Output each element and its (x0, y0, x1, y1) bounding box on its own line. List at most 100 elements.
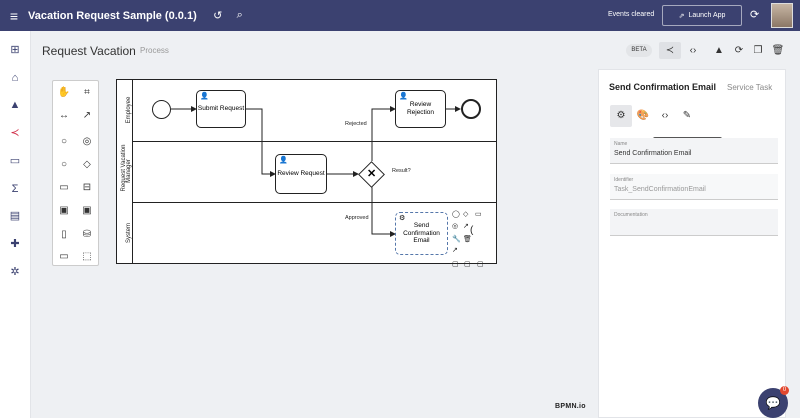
page-title: Request Vacation (42, 44, 136, 58)
tab-behavior-edit-icon[interactable]: ✎ (682, 110, 692, 121)
data-store-icon[interactable]: ⛁ (82, 229, 92, 240)
avatar[interactable] (771, 3, 793, 28)
launch-app-button[interactable]: ⇗ Launch App (662, 5, 742, 26)
task-review-request[interactable]: 👤 Review Request (275, 154, 327, 194)
service-task-icon[interactable]: ▣ (82, 205, 92, 216)
task-label: Review Rejection (406, 101, 435, 116)
name-label: Name (614, 141, 628, 147)
wrench-icon[interactable]: 🔧 (452, 236, 461, 243)
task-icon[interactable]: ▭ (59, 182, 69, 193)
gateway-x-icon: ✕ (367, 168, 377, 180)
lane-employee: Employee (126, 96, 132, 124)
sync-icon[interactable]: ⟳ (734, 45, 744, 56)
lane-divider (132, 202, 497, 203)
chat-icon: 💬 (765, 396, 781, 410)
code-icon[interactable]: ‹› (689, 45, 697, 56)
identifier-field: Identifier Task_SendConfirmationEmail (610, 174, 778, 200)
task-label: Submit Request (197, 105, 245, 113)
home-icon[interactable]: ⌂ (11, 72, 19, 84)
lane-system: System (126, 223, 132, 244)
ellipsis-icon[interactable]: ▢ (464, 261, 471, 268)
copy-icon[interactable]: ❐ (753, 45, 763, 56)
start-event-icon[interactable]: ○ (60, 136, 68, 147)
text-annotation-icon[interactable]: ( (470, 225, 474, 236)
space-tool-icon[interactable]: ↔ (59, 110, 69, 121)
user-task-icon: 👤 (399, 93, 408, 100)
task-label: Send Confirmation Email (403, 221, 440, 245)
end-event[interactable] (461, 99, 481, 119)
user-task-icon[interactable]: ▣ (59, 205, 69, 216)
search-icon[interactable]: ⌕ (236, 9, 243, 21)
documentation-label: Documentation (614, 212, 648, 218)
shapes-icon[interactable]: ▲ (9, 99, 21, 111)
intermediate-event-icon[interactable]: ◎ (82, 136, 92, 147)
chat-badge: 0 (780, 386, 789, 395)
panel-type: Service Task (727, 83, 773, 92)
task-submit-request[interactable]: 👤 Submit Request (196, 90, 246, 128)
end-event-icon[interactable]: ○ (60, 159, 68, 170)
delete-icon[interactable]: 🗑 (771, 45, 785, 56)
connect-tool-icon[interactable]: ↗ (82, 110, 92, 121)
puzzle-icon[interactable]: ✚ (10, 238, 20, 250)
tool-palette: ✋ ⌗ ↔ ↗ ○ ◎ ○ ◇ ▭ ⊟ ▣ ▣ ▯ ⛁ ▭ ⬚ (52, 80, 99, 266)
share-icon[interactable]: ≺ (10, 127, 20, 139)
apps-icon[interactable]: ⊞ (10, 44, 20, 56)
properties-panel (598, 69, 786, 418)
panel-title: Send Confirmation Email (609, 82, 717, 92)
events-status: Events cleared (608, 11, 655, 18)
flow-label-result: Result? (392, 168, 411, 174)
trash-icon[interactable]: 🗑 (463, 236, 472, 243)
lane-divider (132, 141, 497, 142)
page-subtitle: Process (140, 46, 169, 55)
group-icon[interactable]: ⬚ (82, 251, 92, 262)
flow-label-approved: Approved (345, 215, 369, 221)
append-end-event-icon[interactable]: ◯ (452, 211, 460, 218)
app-title: Vacation Request Sample (0.0.1) (28, 9, 197, 22)
top-app-bar: ≡ Vacation Request Sample (0.0.1) ↺ ⌕ Ev… (0, 0, 800, 31)
tab-appearance-palette-icon[interactable]: 🎨 (636, 110, 650, 121)
service-task-icon: ⚙ (399, 215, 406, 222)
launch-label: Launch App (688, 12, 726, 19)
lane-manager: Manager (126, 159, 132, 183)
laptop-icon[interactable]: ▭ (9, 155, 21, 167)
subprocess-icon[interactable]: ⊟ (82, 182, 92, 193)
task-review-rejection[interactable]: 👤 Review Rejection (395, 90, 446, 128)
sidebar: ⊞ ⌂ ▲ ≺ ▭ Σ ▤ ✚ ✲ (0, 31, 31, 418)
task-label: Review Request (277, 170, 325, 178)
start-event[interactable] (152, 100, 171, 119)
gateway-icon[interactable]: ◇ (83, 159, 91, 170)
append-intermediate-event-icon[interactable]: ◎ (452, 223, 459, 230)
refresh-icon[interactable]: ⟳ (750, 9, 760, 21)
launch-icon: ⇗ (678, 12, 685, 20)
append-gateway-icon[interactable]: ◇ (463, 211, 469, 218)
document-icon[interactable]: ▤ (9, 210, 21, 222)
pool-icon[interactable]: ▭ (59, 251, 69, 262)
shapes-icon[interactable]: ▲ (714, 45, 724, 56)
connect-icon[interactable]: ↗ (463, 223, 469, 230)
documentation-field[interactable]: Documentation (610, 209, 778, 236)
flow-label-rejected: Rejected (345, 121, 367, 127)
user-task-icon: 👤 (279, 157, 288, 164)
lasso-tool-icon[interactable]: ⌗ (84, 87, 90, 98)
expand-icon[interactable]: ▢ (452, 261, 459, 268)
pool-header-divider (132, 80, 133, 263)
data-object-icon[interactable]: ▯ (61, 229, 67, 240)
menu-icon[interactable]: ≡ (9, 7, 19, 24)
beta-badge: BETA (626, 44, 652, 57)
sigma-icon[interactable]: Σ (11, 183, 19, 195)
name-value: Send Confirmation Email (614, 150, 692, 157)
task-send-confirmation-email[interactable]: ⚙ Send Confirmation Email (395, 212, 448, 255)
tab-code-icon[interactable]: ‹› (661, 110, 669, 121)
history-icon[interactable]: ↺ (213, 10, 223, 22)
sub-icon[interactable]: ▢ (477, 261, 484, 268)
bpmn-io-logo[interactable]: BPMN.io (555, 403, 586, 410)
hand-tool-icon[interactable]: ✋ (57, 87, 71, 98)
tab-general-gear-icon[interactable]: ⚙ (610, 105, 632, 127)
gear-icon[interactable]: ✲ (10, 266, 20, 278)
connect-arrow-icon[interactable]: ↗ (452, 247, 458, 254)
chat-button[interactable]: 💬 (758, 388, 788, 418)
append-task-icon[interactable]: ▭ (475, 211, 482, 218)
user-task-icon: 👤 (200, 93, 209, 100)
name-field[interactable]: Name Send Confirmation Email (610, 138, 778, 164)
share-diagram-icon[interactable]: ≺ (659, 42, 681, 59)
